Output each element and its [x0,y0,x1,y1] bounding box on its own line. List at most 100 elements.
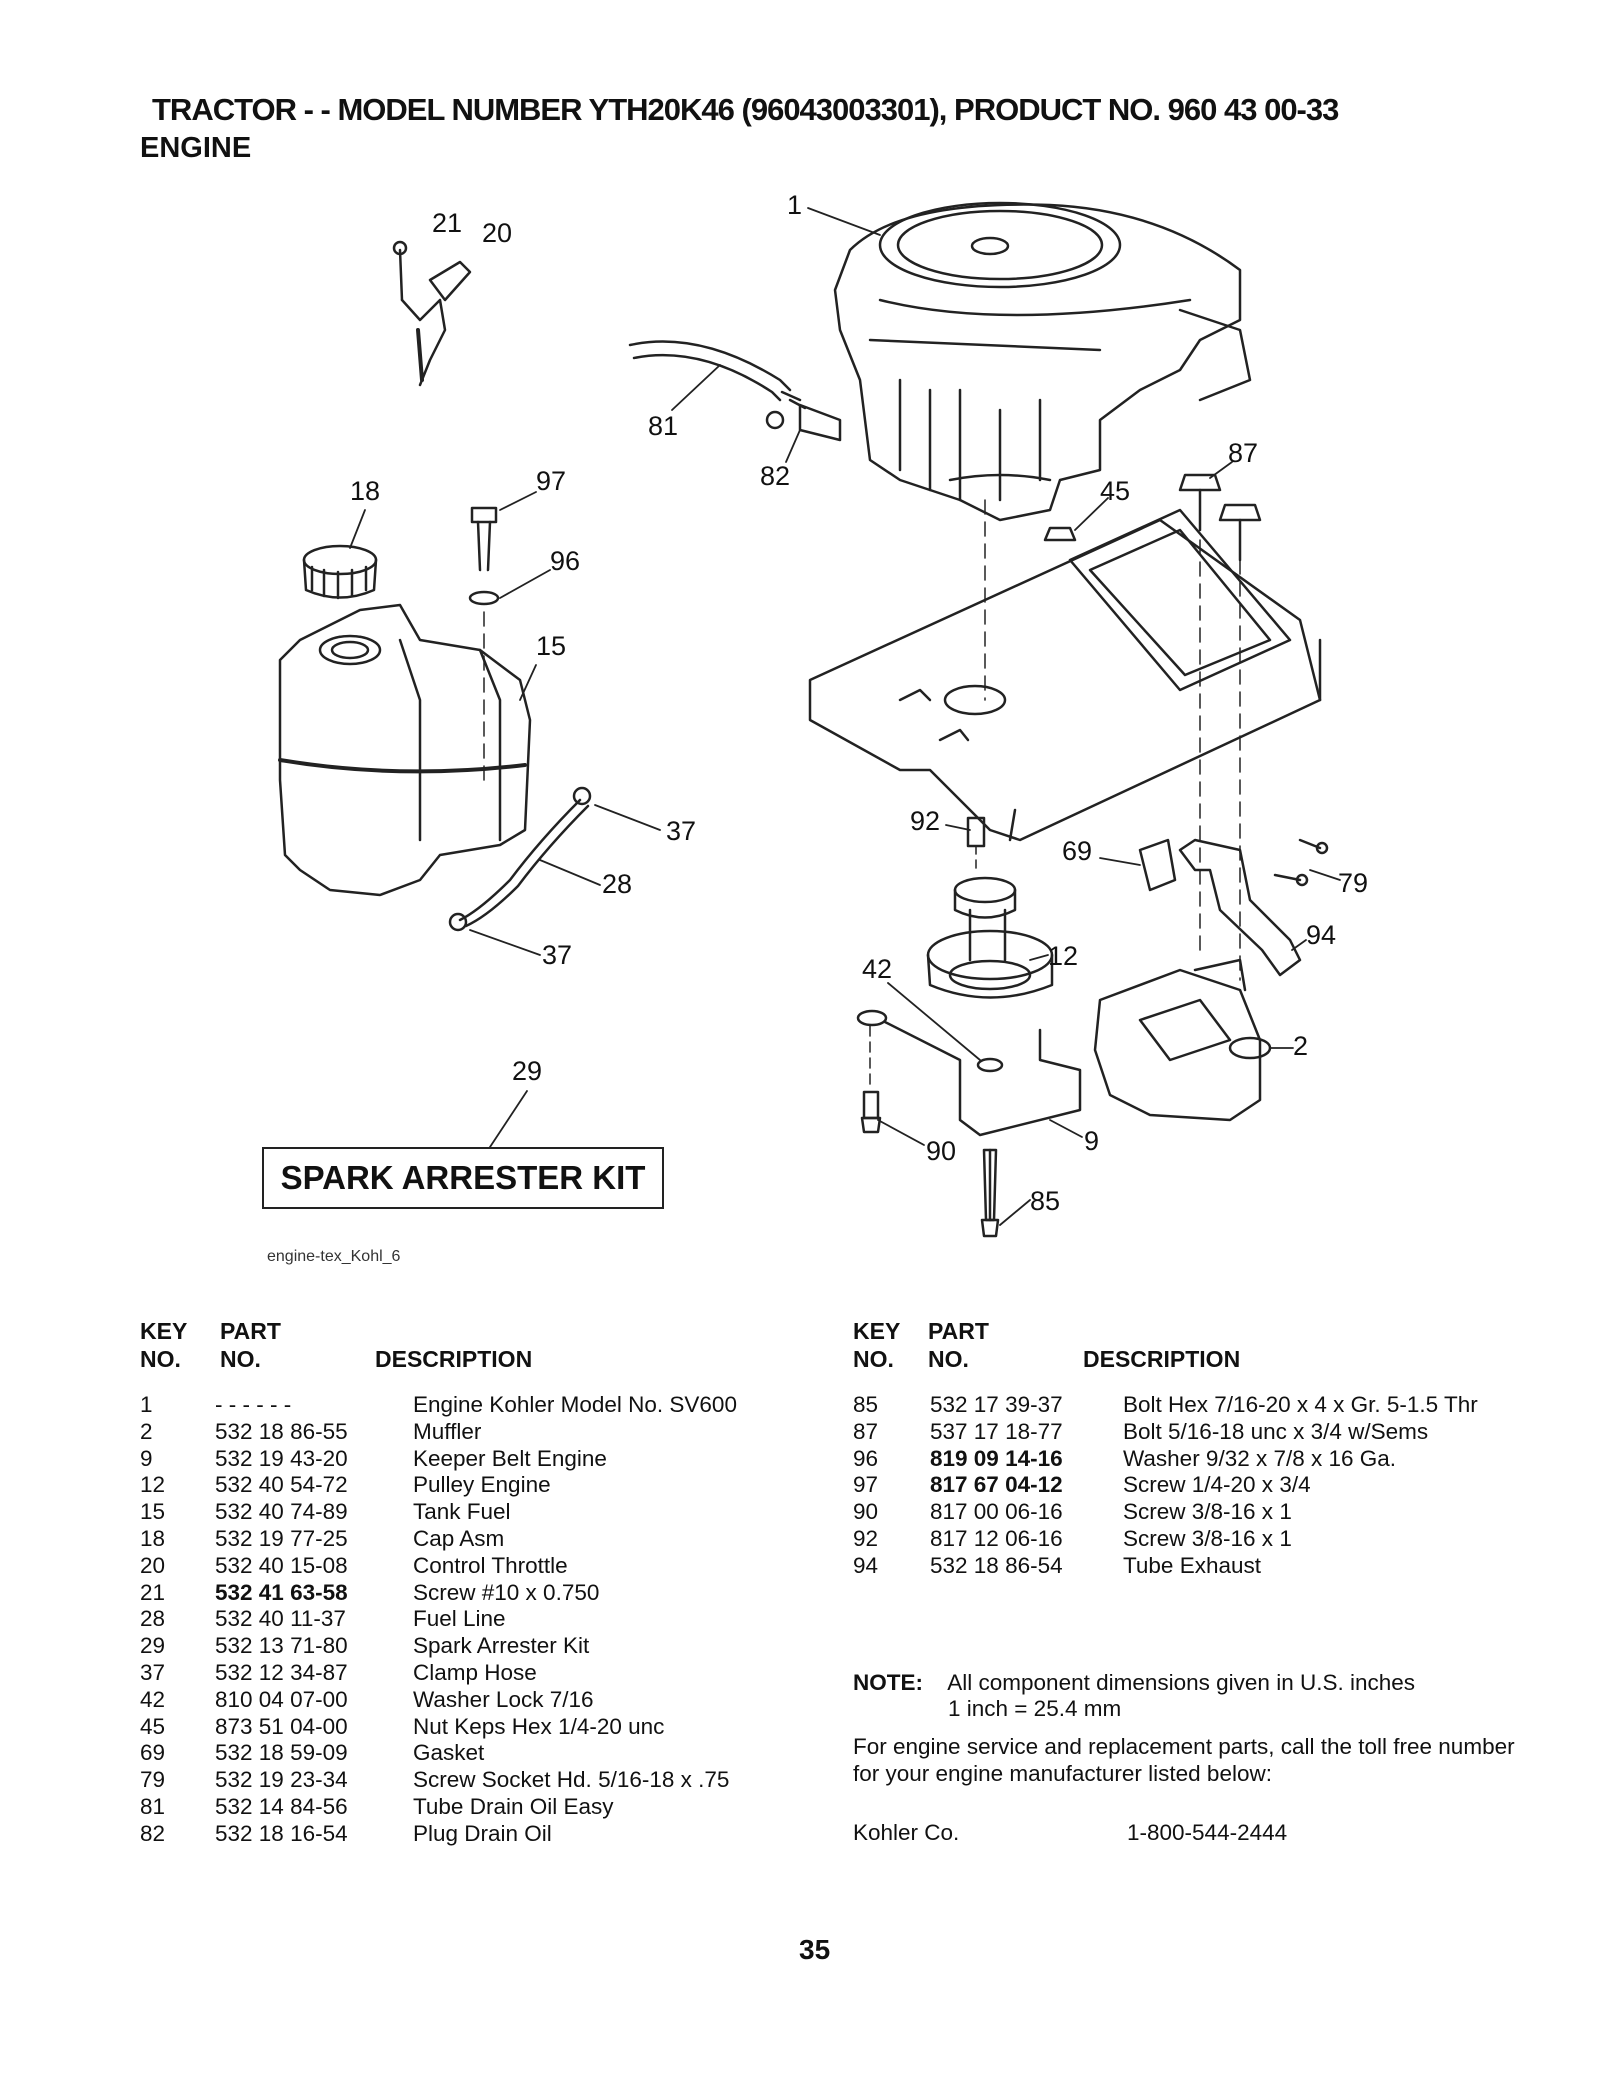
part-number: - - - - - - [215,1392,292,1417]
page-number: 35 [799,1934,831,1965]
section-title: ENGINE [140,132,252,164]
part-header-top: PART [220,1318,281,1344]
key-number: 2 [140,1418,153,1444]
part-description: Fuel Line [413,1606,506,1632]
callout-20: 20 [482,218,512,248]
part-number: 819 09 14-16 [930,1445,1063,1471]
part-description: Cap Asm [413,1526,505,1551]
part-number: 532 18 86-55 [215,1418,348,1444]
part-description: Muffler [413,1418,482,1444]
callout-9: 9 [1084,1126,1099,1156]
callout-2: 2 [1293,1031,1308,1061]
key-header-top: KEY [140,1318,188,1344]
callout-15: 15 [536,631,566,661]
key-number: 82 [140,1820,166,1846]
part-number: 817 12 06-16 [930,1526,1063,1551]
part-description: Tank Fuel [413,1499,511,1525]
key-number: 45 [140,1713,166,1739]
part-number: 532 40 15-08 [215,1552,348,1578]
part-number: 532 14 84-56 [215,1794,348,1819]
part-number: 817 00 06-16 [930,1499,1063,1525]
part-number: 532 12 34-87 [215,1660,348,1685]
key-number: 20 [140,1552,166,1578]
part-number: 532 40 54-72 [215,1472,348,1498]
part-description: Screw 3/8-16 x 1 [1123,1526,1292,1551]
key-number: 12 [140,1472,166,1498]
part-number: 532 19 43-20 [215,1445,348,1471]
callout-92: 92 [910,806,940,836]
manufacturer-phone: 1-800-544-2444 [1127,1820,1288,1845]
callout-85: 85 [1030,1186,1060,1216]
note-text: All component dimensions given in U.S. i… [947,1670,1416,1695]
part-number: 532 18 59-09 [215,1740,348,1766]
callout-81: 81 [648,411,678,441]
part-description: Screw 1/4-20 x 3/4 [1123,1472,1311,1498]
callout-37-bottom: 37 [542,940,572,970]
part-description: Gasket [413,1740,485,1766]
key-number: 92 [853,1526,879,1551]
callout-94: 94 [1306,920,1336,950]
callout-1: 1 [787,190,802,220]
key-number: 85 [853,1392,879,1417]
callout-45: 45 [1100,476,1130,506]
part-description: Nut Keps Hex 1/4-20 unc [413,1713,665,1739]
key-number: 18 [140,1526,166,1551]
callout-82: 82 [760,461,790,491]
part-number: 810 04 07-00 [215,1686,348,1712]
engine-pulley-drawing [926,816,1054,1073]
part-description: Screw 3/8-16 x 1 [1123,1499,1292,1525]
exploded-parts-diagram: 21 20 1 81 82 87 45 18 97 96 15 37 28 37… [278,190,1368,1238]
manufacturer-name: Kohler Co. [853,1820,960,1845]
callout-21: 21 [432,208,462,238]
part-number: 532 17 39-37 [930,1392,1063,1417]
description-header: DESCRIPTION [1083,1346,1241,1372]
part-description: Screw #10 x 0.750 [413,1579,600,1605]
part-description: Tube Drain Oil Easy [413,1794,614,1819]
key-number: 69 [140,1740,166,1766]
diagram-caption: engine-tex_Kohl_6 [267,1248,401,1265]
part-description: Bolt Hex 7/16-20 x 4 x Gr. 5-1.5 Thr [1123,1392,1478,1417]
callout-12: 12 [1048,941,1078,971]
callout-69: 69 [1062,836,1092,866]
key-number: 87 [853,1418,879,1444]
key-header-top: KEY [853,1318,901,1344]
part-header-bottom: NO. [220,1346,261,1372]
part-description: Washer Lock 7/16 [413,1686,594,1712]
dimension-note: NOTE: All component dimensions given in … [853,1670,1513,1722]
mount-bolts-drawing [984,473,1262,981]
note-label: NOTE: [853,1670,923,1695]
description-header: DESCRIPTION [375,1346,533,1372]
callout-29: 29 [512,1056,542,1086]
part-description: Engine Kohler Model No. SV600 [413,1392,737,1417]
part-description: Keeper Belt Engine [413,1445,607,1471]
engine-drawing [833,201,1252,522]
throttle-control-drawing [392,240,472,387]
part-number: 532 13 71-80 [215,1633,348,1659]
key-number: 94 [853,1552,879,1578]
key-number: 9 [140,1445,153,1471]
part-number: 873 51 04-00 [215,1713,348,1739]
oil-drain-tube-drawing [628,340,842,442]
key-header-bottom: NO. [140,1346,181,1372]
fuel-cap-drawing [302,544,378,600]
part-number: 532 41 63-58 [215,1579,348,1605]
part-description: Plug Drain Oil [413,1820,552,1846]
part-header-bottom: NO. [928,1346,969,1372]
callout-28: 28 [602,869,632,899]
callout-97: 97 [536,466,566,496]
part-description: Tube Exhaust [1123,1552,1261,1578]
key-number: 21 [140,1579,166,1605]
engine-mounting-plate-drawing [808,508,1322,842]
part-description: Screw Socket Hd. 5/16-18 x .75 [413,1767,730,1793]
callout-96: 96 [550,546,580,576]
callout-37-top: 37 [666,816,696,846]
key-number: 96 [853,1445,879,1471]
exhaust-tube-drawing [1138,838,1329,977]
page-title: TRACTOR - - MODEL NUMBER YTH20K46 (96043… [152,92,1339,127]
callout-90: 90 [926,1136,956,1166]
part-number: 532 40 74-89 [215,1499,348,1525]
callout-87: 87 [1228,438,1258,468]
callout-18: 18 [350,476,380,506]
spark-arrester-kit-label: SPARK ARRESTER KIT [262,1147,664,1209]
part-header-top: PART [928,1318,989,1344]
